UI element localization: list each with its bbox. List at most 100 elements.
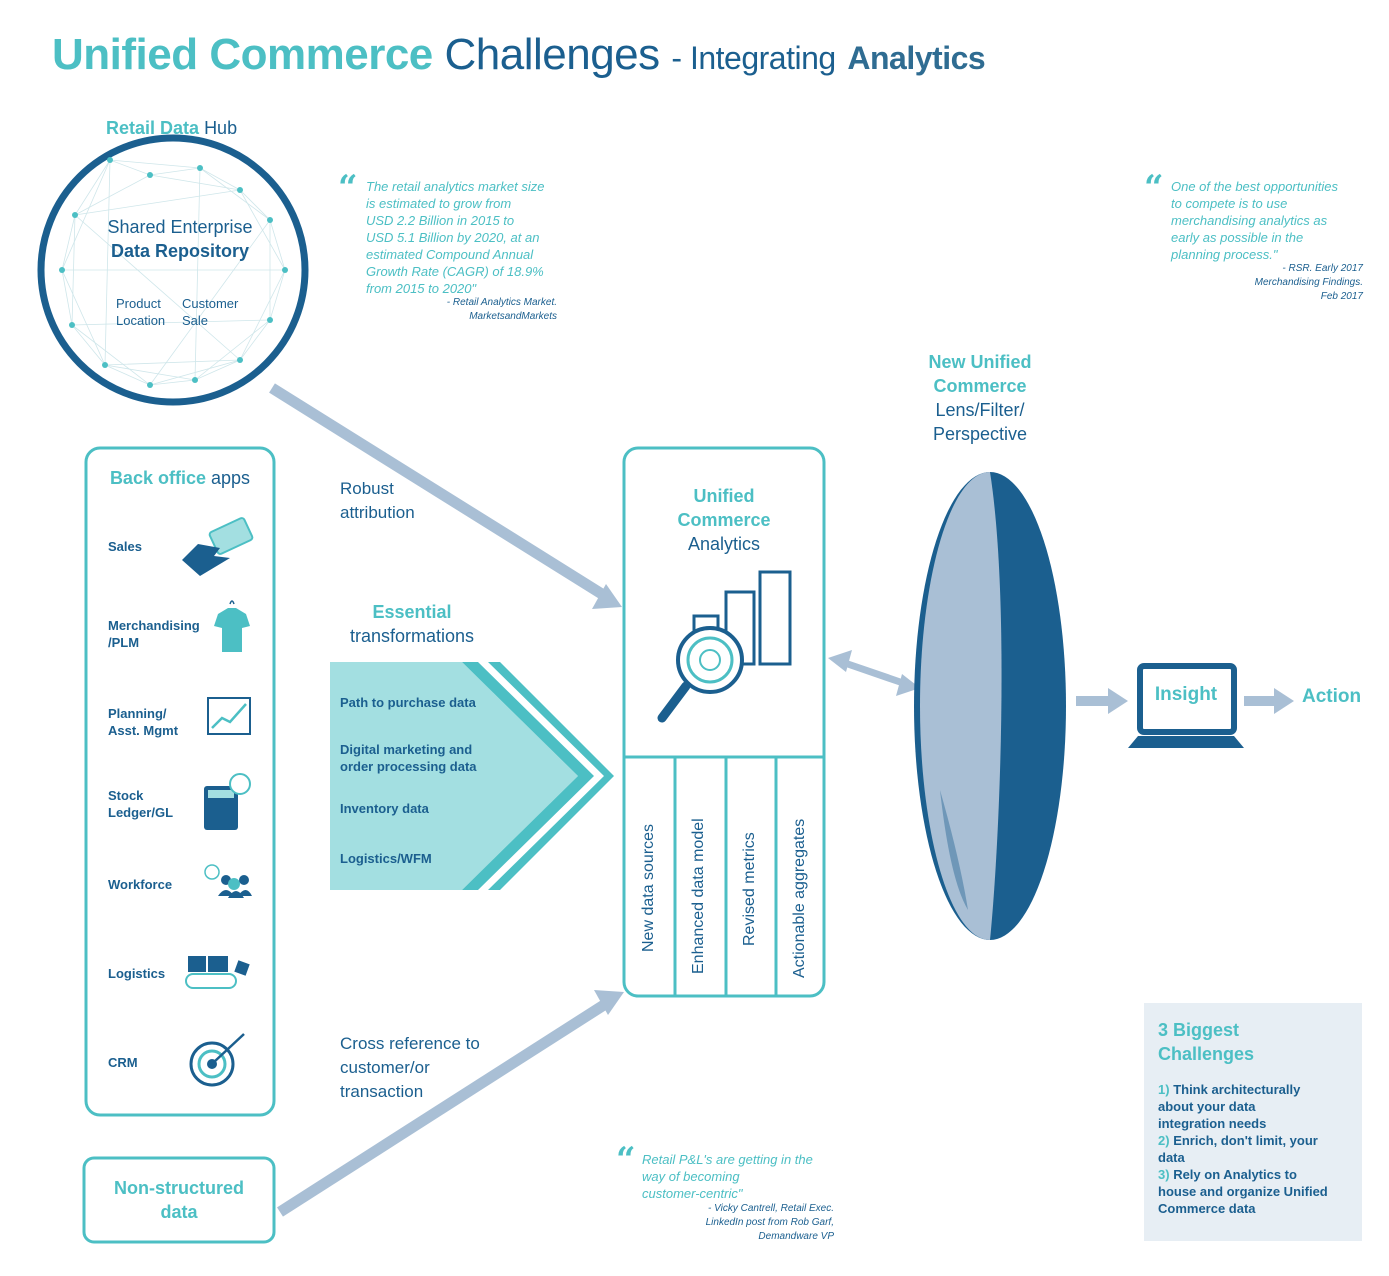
hub-line1: Shared Enterprise: [107, 217, 253, 237]
transformation-step-logistics: Logistics/WFM: [340, 850, 432, 867]
hub-item-product: Product: [116, 296, 161, 311]
challenge-num: 2): [1158, 1133, 1170, 1148]
item-label: Planning/: [108, 706, 167, 721]
quote-mark-icon: “: [616, 1140, 636, 1180]
network-nodes: [59, 157, 288, 388]
lens-title-rest: Perspective: [932, 424, 1028, 444]
quote-line: USD 5.1 Billion by 2020, at an: [366, 230, 540, 245]
quote-line: merchandising analytics as: [1171, 213, 1328, 228]
page-title: Unified Commerce Challenges - Integratin…: [52, 30, 986, 80]
back-office-title-rest: apps: [211, 468, 251, 488]
network-mesh: [61, 159, 286, 386]
hub-item-customer: Customer: [182, 296, 239, 311]
quote-customer-centric: Retail P&L's are getting in the way of b…: [642, 1151, 813, 1202]
label-line: Robust: [340, 479, 394, 498]
challenge-line: data: [1158, 1150, 1185, 1165]
challenge-line: integration needs: [1158, 1116, 1267, 1131]
back-office-item-crm: CRM: [108, 1054, 138, 1071]
arrow-unstructured-to-analytics: [277, 990, 624, 1217]
quote-line: estimated Compound Annual: [366, 247, 534, 262]
item-label: Ledger/GL: [108, 805, 174, 820]
challenge-line: Enrich, don't limit, your: [1173, 1133, 1318, 1148]
transformations-chevron: [330, 662, 614, 890]
challenge-num: 3): [1158, 1167, 1170, 1182]
quote-source-line: - Vicky Cantrell, Retail Exec.: [708, 1203, 834, 1214]
challenges-panel: [1144, 1003, 1362, 1241]
item-label: Asst. Mgmt: [108, 723, 179, 738]
quote-line: Retail P&L's are getting in the: [642, 1152, 813, 1167]
quote-source-line: MarketsandMarkets: [469, 311, 557, 322]
quote-line: USD 2.2 Billion in 2015 to: [366, 213, 515, 228]
analytics-title-rest: Analytics: [687, 534, 761, 554]
ns-line: data: [160, 1202, 198, 1222]
quote-mark-icon: “: [338, 168, 358, 208]
quote-line: from 2015 to 2020": [366, 281, 477, 296]
cross-reference-label: Cross reference to customer/or transacti…: [340, 1032, 480, 1104]
arrow-hub-to-analytics: [269, 383, 622, 609]
challenge-item-1: 1) Think architecturally about your data…: [1158, 1081, 1348, 1132]
challenge-line: Rely on Analytics to: [1173, 1167, 1297, 1182]
hub-title-bold: Retail Data: [106, 118, 200, 138]
label-line: transaction: [340, 1082, 424, 1101]
action-label: Action: [1302, 686, 1362, 707]
quote-source-line: Demandware VP: [758, 1231, 834, 1242]
quote-line: early as possible in the: [1171, 230, 1304, 245]
quote-merchandising: One of the best opportunities to compete…: [1171, 178, 1338, 263]
quote-source-line: - RSR. Early 2017: [1282, 263, 1363, 274]
analytics-magnifier-icon: [657, 570, 792, 723]
back-office-item-logistics: Logistics: [108, 965, 165, 982]
quote-market-source: - Retail Analytics Market. MarketsandMar…: [357, 296, 557, 324]
credit-card-icon: [182, 517, 254, 576]
quote-merchandising-source: - RSR. Early 2017 Merchandising Findings…: [1163, 262, 1363, 304]
analytics-title-bold: Unified: [693, 486, 755, 506]
item-label: CRM: [108, 1055, 138, 1070]
quote-market-size: The retail analytics market size is esti…: [366, 178, 544, 297]
transformations-title: Essential transformations: [330, 600, 494, 648]
analytics-title: Unified Commerce Analytics: [624, 484, 824, 556]
title-part1: Unified Commerce: [52, 30, 433, 79]
item-label: Sales: [108, 539, 142, 554]
challenge-line: Think architecturally: [1173, 1082, 1301, 1097]
quote-source-line: Feb 2017: [1320, 291, 1363, 302]
hub-title-rest: Hub: [204, 118, 238, 138]
lens-title-bold: New Unified: [928, 352, 1032, 372]
quote-mark-icon: “: [1144, 168, 1164, 208]
item-label: Workforce: [108, 877, 173, 892]
title-part3: - Integrating: [671, 40, 836, 76]
people-clock-icon: [204, 864, 252, 898]
column-label: Enhanced data model: [690, 818, 707, 974]
quote-line: The retail analytics market size: [366, 179, 545, 194]
hub-line2: Data Repository: [110, 241, 250, 261]
lens-shape: [914, 472, 1066, 940]
item-label: /PLM: [108, 635, 140, 650]
column-label: Revised metrics: [741, 832, 758, 946]
quote-source-line: Merchandising Findings.: [1254, 277, 1363, 288]
back-office-title: Back office apps: [86, 468, 274, 489]
challenge-item-2: 2) Enrich, don't limit, your data: [1158, 1132, 1348, 1166]
challenge-line: about your data: [1158, 1099, 1256, 1114]
back-office-item-merchandising: Merchandising /PLM: [108, 617, 200, 651]
lens-title: New Unified Commerce Lens/Filter/ Perspe…: [900, 350, 1060, 446]
shirt-icon: [214, 600, 250, 652]
data-hub-circle: [37, 134, 309, 406]
back-office-item-planning: Planning/ Asst. Mgmt: [108, 705, 178, 739]
calculator-icon: [204, 773, 251, 830]
step-line: Logistics/WFM: [340, 851, 432, 866]
quote-customer-source: - Vicky Cantrell, Retail Exec. LinkedIn …: [634, 1202, 834, 1244]
analytics-box: [622, 446, 826, 998]
step-line: Inventory data: [340, 801, 429, 816]
title-part2: Challenges: [444, 30, 661, 79]
transformations-title-bold: Essential: [372, 602, 452, 622]
step-line: Path to purchase data: [340, 695, 476, 710]
back-office-item-workforce: Workforce: [108, 876, 172, 893]
label-line: Cross reference to: [340, 1034, 480, 1053]
non-structured-box: [82, 1156, 276, 1244]
label-line: attribution: [340, 503, 415, 522]
lens-title-bold: Commerce: [933, 376, 1027, 396]
transformation-step-path-to-purchase: Path to purchase data: [340, 694, 476, 711]
label-line: customer/or: [340, 1058, 430, 1077]
hub-title: Retail Data Hub: [106, 118, 237, 139]
conveyor-icon: [185, 956, 250, 989]
quote-line: customer-centric": [642, 1186, 743, 1201]
